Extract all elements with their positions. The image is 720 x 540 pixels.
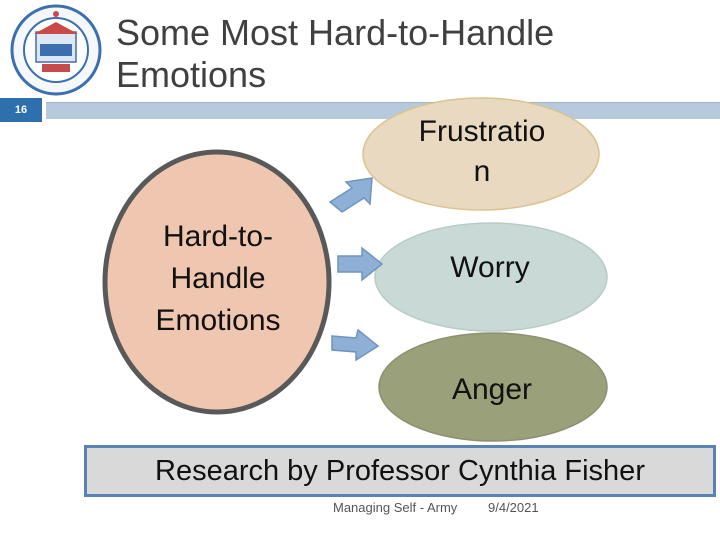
slide-number: 16	[0, 98, 42, 122]
arrow-to-frustration	[328, 177, 373, 213]
research-credit-box: Research by Professor Cynthia Fisher	[84, 445, 716, 497]
arrow-to-worry	[337, 246, 384, 282]
anger-oval	[378, 332, 608, 442]
frustration-oval	[362, 97, 600, 211]
anger-label: Anger	[451, 373, 533, 406]
footer-date: 9/4/2021	[488, 500, 539, 515]
worry-oval	[374, 222, 608, 332]
worry-label: Worry	[450, 251, 530, 284]
footer-course-name: Managing Self - Army	[333, 500, 458, 515]
center-circle	[102, 149, 332, 415]
arrow-to-anger	[331, 328, 380, 362]
institute-logo	[10, 4, 102, 96]
